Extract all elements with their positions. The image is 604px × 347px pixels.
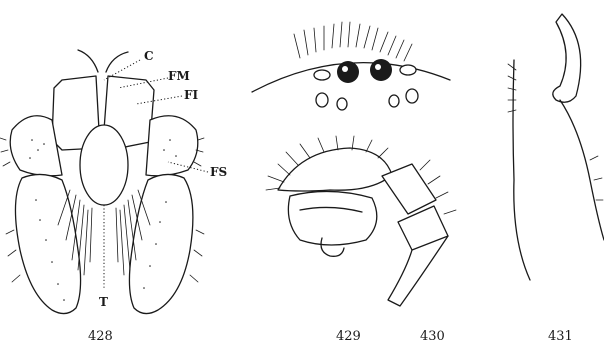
eye-posterior-left-2 xyxy=(337,98,347,110)
chelicera-left-edge xyxy=(513,60,530,280)
central-oval xyxy=(80,125,128,205)
eye-anterior-lateral-right xyxy=(400,65,416,75)
figure-431: 431 xyxy=(508,14,604,344)
left-long-appendage xyxy=(15,174,80,313)
figure-430: 430 xyxy=(266,136,456,344)
fang xyxy=(553,14,581,102)
eye-posterior-left-1 xyxy=(316,93,328,107)
palp-patella xyxy=(398,206,448,250)
label-fm: FM xyxy=(168,69,190,83)
label-fs: FS xyxy=(210,165,227,179)
label-t: T xyxy=(99,295,108,309)
chelicera-right-edge xyxy=(560,100,604,240)
upper-curve-left xyxy=(78,50,98,72)
palp-bulb xyxy=(288,191,376,245)
eye-anterior-median-right xyxy=(370,59,392,81)
figure-number-431: 431 xyxy=(548,329,573,344)
label-fi: FI xyxy=(184,88,199,102)
chelicera-hairs xyxy=(508,64,603,200)
palp-cymbium xyxy=(278,148,392,191)
label-c: C xyxy=(144,49,154,63)
right-lateral-lobe xyxy=(146,116,198,176)
right-long-appendage xyxy=(129,174,192,313)
figure-number-428: 428 xyxy=(88,329,113,344)
eye-anterior-lateral-left xyxy=(314,70,330,80)
figure-number-429: 429 xyxy=(336,329,361,344)
figure-428: C FM FI FS T 428 xyxy=(0,49,227,344)
eye-anterior-median-left xyxy=(337,61,359,83)
bristles-429 xyxy=(294,22,412,61)
eye-posterior-right-1 xyxy=(389,95,399,107)
figure-number-430: 430 xyxy=(420,329,445,344)
eye-posterior-right-2 xyxy=(406,89,418,103)
